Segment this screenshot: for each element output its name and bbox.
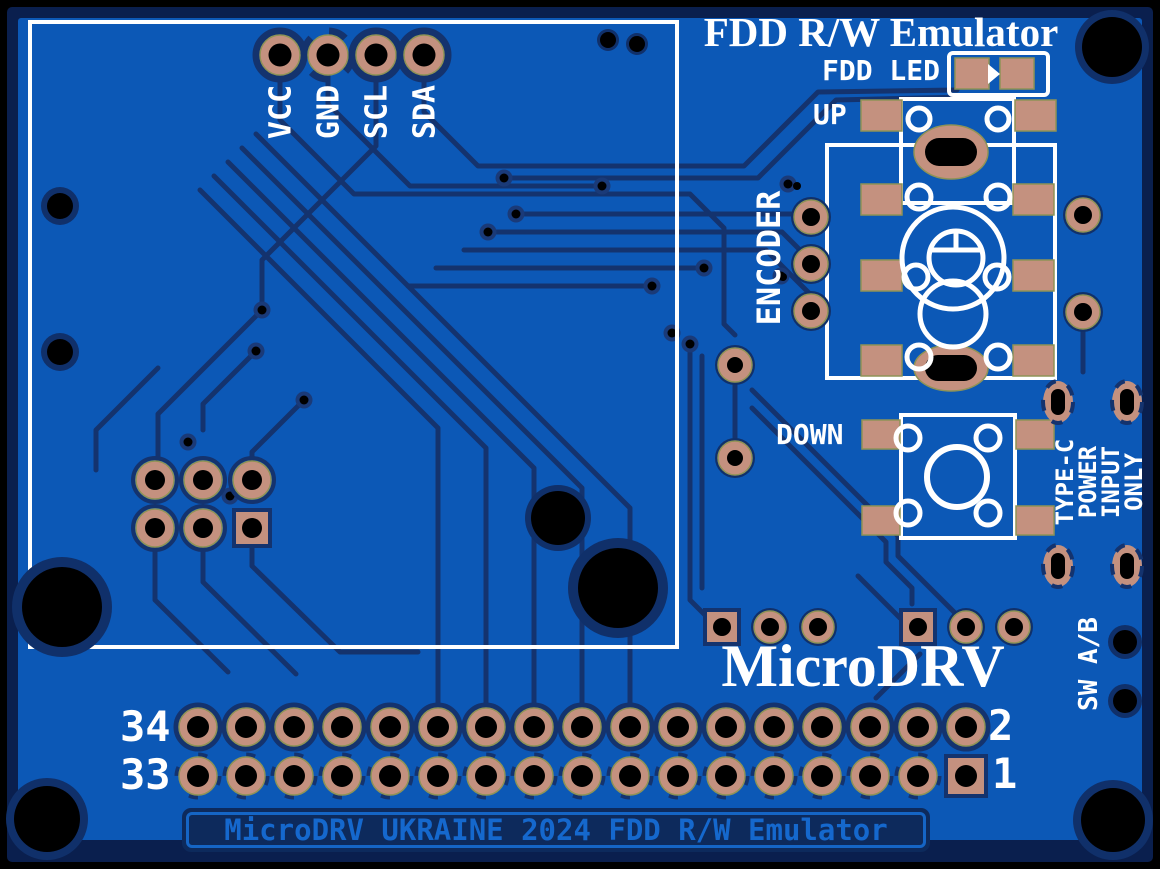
type-c-label: TYPE-C POWER INPUT ONLY	[1051, 439, 1148, 526]
copper-traces	[93, 55, 1086, 709]
encoder-label: ENCODER	[750, 190, 788, 326]
sw-ab-holes	[1108, 625, 1142, 718]
sw-ab-label: SW A/B	[1074, 617, 1104, 711]
bottom-banner-border: MicroDRV UKRAINE 2024 FDD R/W Emulator	[186, 812, 926, 848]
pin-number-2: 2	[988, 701, 1014, 750]
type-c-line-4: ONLY	[1120, 453, 1148, 511]
bottom-banner-text: MicroDRV UKRAINE 2024 FDD R/W Emulator	[224, 813, 888, 847]
fdd-led-footprint	[947, 51, 1050, 97]
side-round-pads	[715, 345, 755, 478]
silkscreen-outline	[28, 20, 679, 649]
fdd-connector-pads	[173, 702, 991, 800]
isp-header-pads	[131, 456, 276, 552]
mounting-holes	[6, 10, 1153, 860]
pin-number-1: 1	[992, 749, 1018, 798]
i2c-header-pads	[252, 27, 452, 83]
down-button-footprint	[861, 413, 1055, 540]
pin-label-gnd: GND	[311, 84, 347, 140]
up-button-footprint	[860, 97, 1057, 205]
bottom-banner: MicroDRV UKRAINE 2024 FDD R/W Emulator	[182, 808, 930, 852]
pin-label-sda: SDA	[407, 84, 443, 140]
type-c-pads	[1041, 379, 1144, 589]
board-title: FDD R/W Emulator	[703, 9, 1059, 55]
pin-label-scl: SCL	[359, 84, 395, 140]
pin-number-34: 34	[120, 702, 171, 751]
up-button-label: UP	[813, 98, 847, 131]
led-polarity-arrow-icon	[988, 64, 1000, 84]
pin-number-33: 33	[120, 750, 171, 799]
pin-label-vcc: VCC	[263, 84, 299, 140]
down-button-label: DOWN	[776, 418, 844, 451]
fdd-led-label: FDD LED	[822, 54, 941, 87]
board-brand: MicroDRV	[721, 633, 1005, 699]
rotary-encoder-footprint	[791, 124, 1103, 392]
jumper-pads	[703, 608, 1033, 646]
